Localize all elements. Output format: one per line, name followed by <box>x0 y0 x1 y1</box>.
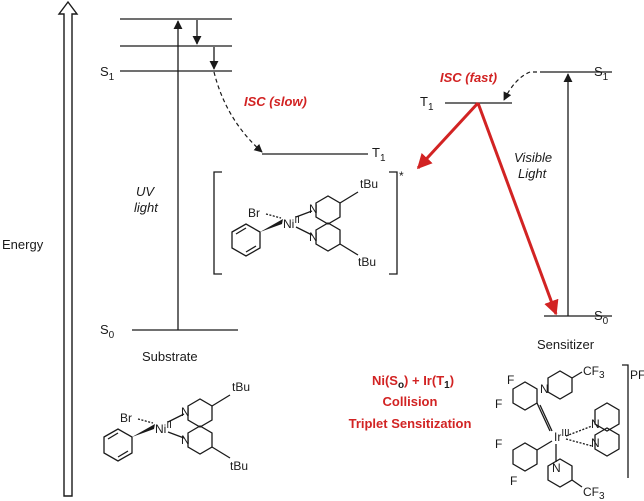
uv-light-label-2: light <box>134 200 159 215</box>
ni-n1: N <box>309 202 318 216</box>
ni-atom: NiII <box>155 420 172 436</box>
ni-complex-ground: Br NiII N N tBu tBu <box>103 380 250 473</box>
ir-cf3-bottom: CF3 <box>583 485 605 501</box>
substrate-label: Substrate <box>142 349 198 364</box>
ir-f: F <box>507 373 514 387</box>
substrate-levels <box>120 18 368 331</box>
sensitizer-s0-label: S0 <box>594 308 609 327</box>
sensitizer-levels <box>445 71 612 317</box>
ir-n: N <box>552 461 561 475</box>
visible-light-label-2: Light <box>518 166 548 181</box>
ir-complex: PF6 CF3 F F N IrIII N N F F N CF3 <box>495 364 644 501</box>
isc-slow-label: ISC (slow) <box>244 94 307 109</box>
sensitizer-s1-label: S1 <box>594 64 609 83</box>
ni-tbu2: tBu <box>358 255 376 269</box>
ir-n: N <box>591 436 600 450</box>
ir-n: N <box>591 417 600 431</box>
isc-slow-arrow <box>213 71 263 153</box>
ni-n2: N <box>181 433 190 447</box>
ir-counterion: PF6 <box>630 368 644 385</box>
sensitizer-t1-label: T1 <box>420 94 434 113</box>
ni-br: Br <box>120 411 132 425</box>
triplet-sensitization-label: Triplet Sensitization <box>349 416 472 431</box>
energy-axis-label: Energy <box>2 237 44 252</box>
ir-atom: IrIII <box>554 428 570 444</box>
energy-axis <box>57 0 79 497</box>
ni-n2: N <box>309 230 318 244</box>
sensitizer-return-arrow <box>476 102 559 316</box>
ni-complex-excited: * Br NiII N N tBu tBu <box>213 169 404 275</box>
sensitizer-label: Sensitizer <box>537 337 595 352</box>
collision-formula: Ni(So) + Ir(T1) <box>372 373 454 391</box>
visible-light-label-1: Visible <box>514 150 552 165</box>
ir-cf3-top: CF3 <box>583 364 605 381</box>
ni-tbu2: tBu <box>230 459 248 473</box>
excited-star: * <box>399 169 404 183</box>
ni-tbu1: tBu <box>360 177 378 191</box>
uv-light-label-1: UV <box>136 184 155 199</box>
ir-f: F <box>510 474 517 488</box>
ni-br: Br <box>248 206 260 220</box>
ni-tbu1: tBu <box>232 380 250 394</box>
ir-f: F <box>495 437 502 451</box>
collision-label: Collision <box>383 394 438 409</box>
ni-n1: N <box>181 405 190 419</box>
substrate-t1-label: T1 <box>372 145 386 164</box>
triplet-transfer-arrow <box>416 101 480 170</box>
ir-f: F <box>495 397 502 411</box>
substrate-s1-label: S1 <box>100 64 115 83</box>
isc-fast-label: ISC (fast) <box>440 70 497 85</box>
ni-atom: NiII <box>283 215 300 231</box>
ir-n: N <box>540 382 549 396</box>
substrate-s0-label: S0 <box>100 322 115 341</box>
isc-fast-arrow <box>503 71 544 101</box>
